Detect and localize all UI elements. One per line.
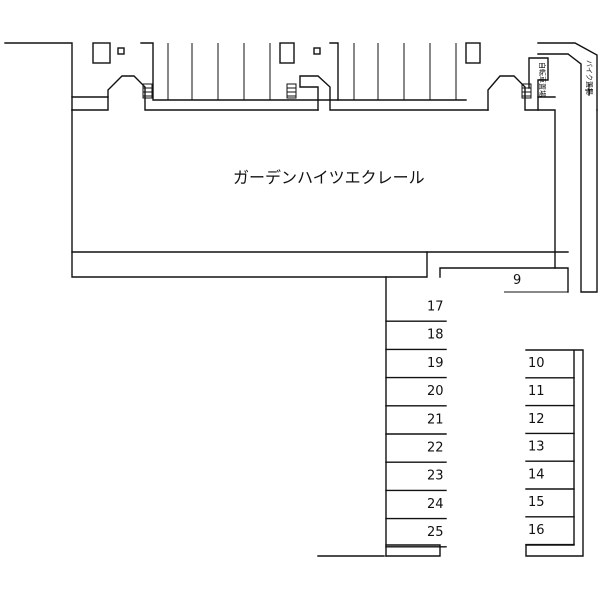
parking-stall-label: 21 [427, 412, 444, 427]
parking-outline [385, 251, 569, 557]
parking-stall-label: 9 [513, 273, 521, 288]
parking-stall-label: 12 [528, 412, 545, 427]
parking-right-stalls: 10 11 12 13 14 15 16 [525, 356, 575, 546]
parking-stall-label: 20 [427, 384, 444, 399]
bike-shed: 自転車置場 バイク置場 [528, 42, 598, 293]
parking-left-column: 17 18 19 20 21 22 23 24 25 [385, 299, 447, 548]
parking-stall-label: 18 [427, 328, 444, 343]
site-boundary [4, 42, 385, 557]
parking-stall-label: 23 [427, 469, 444, 484]
parking-stall-label: 13 [528, 440, 545, 455]
parking-stall-label: 24 [427, 497, 444, 512]
parking-stall-label: 19 [427, 356, 444, 371]
motorbike-parking-label: バイク置場 [585, 60, 594, 95]
parking-stall-label: 10 [528, 356, 545, 371]
bicycle-parking-label: 自転車置場 [538, 62, 547, 97]
parking-stall-label: 17 [427, 299, 444, 314]
stair-hatch [142, 83, 532, 99]
parking-stall-label: 15 [528, 495, 545, 510]
building-name: ガーデンハイツエクレール [233, 168, 425, 187]
parking-stall-label: 16 [528, 523, 545, 538]
balcony-bays [92, 42, 481, 101]
parking-stall-label: 25 [427, 525, 444, 540]
parking-stall-label: 14 [528, 467, 545, 482]
parking-stall-label: 11 [528, 384, 545, 399]
parking-stall-label: 22 [427, 440, 444, 455]
